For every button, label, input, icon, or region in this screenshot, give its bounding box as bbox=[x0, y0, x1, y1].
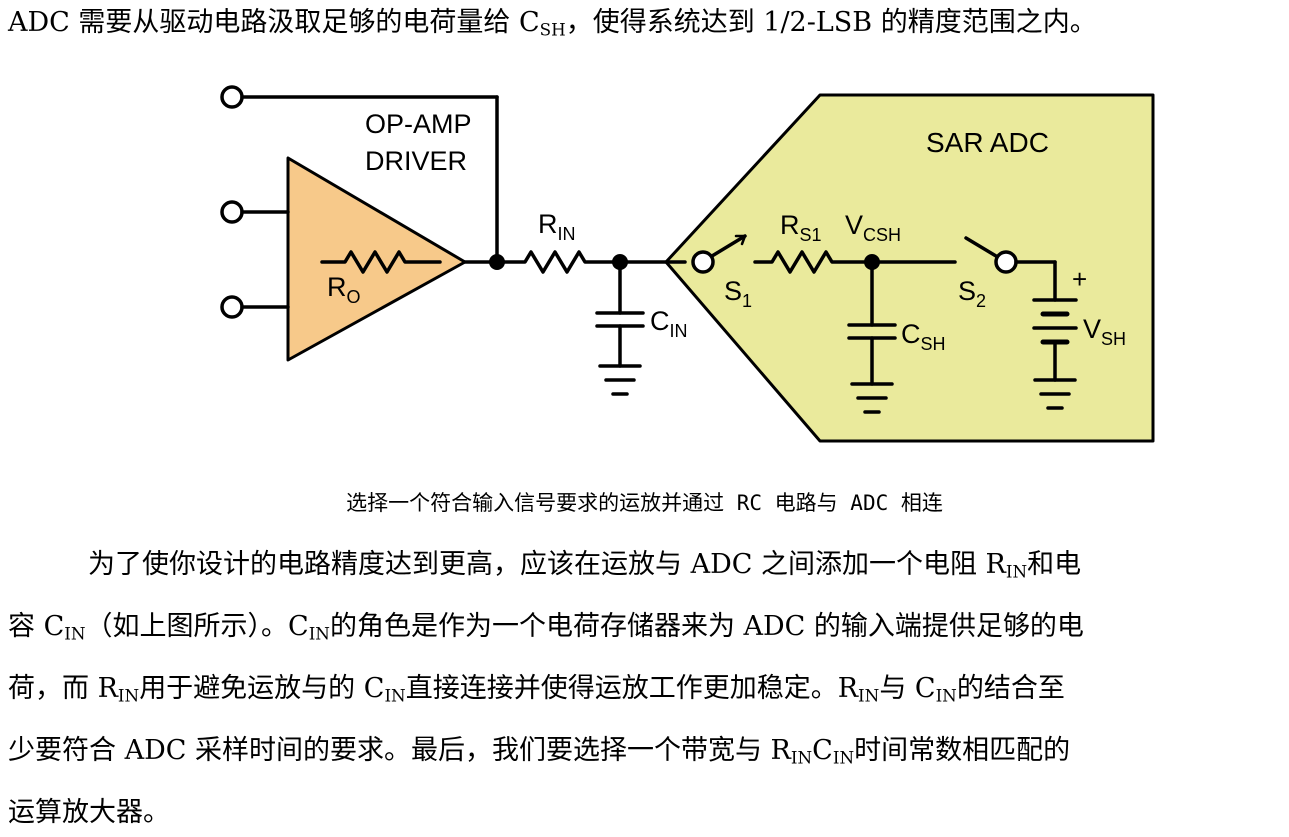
figure-caption: 选择一个符合输入信号要求的运放并通过 RC 电路与 ADC 相连 bbox=[346, 491, 943, 515]
resistor-rs1 bbox=[753, 250, 874, 274]
junction-cin bbox=[612, 254, 628, 270]
label-rin: RIN bbox=[538, 209, 576, 244]
opamp-label-line2: DRIVER bbox=[365, 146, 467, 176]
label-ro: RO bbox=[327, 272, 361, 307]
label-csh: CSH bbox=[901, 319, 946, 354]
paragraph-line-3: 荷，而 RIN用于避免运放与的 CIN直接连接并使得运放工作更加稳定。RIN与 … bbox=[8, 673, 1065, 706]
resistor-rin bbox=[495, 250, 622, 274]
label-s1: S1 bbox=[724, 276, 752, 311]
label-vsh: VSH bbox=[1083, 314, 1126, 349]
label-rs1: RS1 bbox=[780, 210, 822, 245]
opamp-label-line1: OP-AMP bbox=[365, 109, 472, 139]
paragraph-line-5: 运算放大器。 bbox=[8, 797, 170, 828]
label-cin: CIN bbox=[650, 306, 688, 341]
paragraph-line-1: 为了使你设计的电路精度达到更高，应该在运放与 ADC 之间添加一个电阻 RIN和… bbox=[88, 549, 1082, 582]
switch-s1-pivot bbox=[691, 250, 715, 274]
resistor-ro bbox=[320, 250, 442, 274]
label-plus: + bbox=[1072, 264, 1087, 294]
sar-adc-label: SAR ADC bbox=[926, 127, 1049, 158]
intro-sentence: ADC 需要从驱动电路汲取足够的电荷量给 CSH，使得系统达到 1/2-LSB … bbox=[8, 7, 1097, 40]
label-vcsh: VCSH bbox=[845, 210, 901, 245]
switch-s1-arm bbox=[710, 234, 747, 258]
circuit-diagram: OP-AMP DRIVER SAR ADC RO RIN CIN RS1 VCS… bbox=[220, 85, 1155, 443]
opamp-triangle bbox=[286, 156, 467, 362]
junction-vcsh bbox=[864, 254, 880, 270]
label-s2: S2 bbox=[958, 276, 986, 311]
junction-opamp-output bbox=[489, 254, 505, 270]
switch-s2-pivot bbox=[994, 250, 1018, 274]
paragraph-line-4: 少要符合 ADC 采样时间的要求。最后，我们要选择一个带宽与 RINCIN时间常… bbox=[8, 735, 1071, 768]
input-terminal-bottom bbox=[220, 295, 244, 319]
input-terminal-top bbox=[220, 85, 244, 109]
input-terminal-mid bbox=[220, 200, 244, 224]
switch-s2-arm bbox=[964, 236, 998, 258]
sar-adc-block bbox=[664, 93, 1155, 443]
paragraph-line-2: 容 CIN（如上图所示）。CIN的角色是作为一个电荷存储器来为 ADC 的输入端… bbox=[8, 611, 1084, 644]
